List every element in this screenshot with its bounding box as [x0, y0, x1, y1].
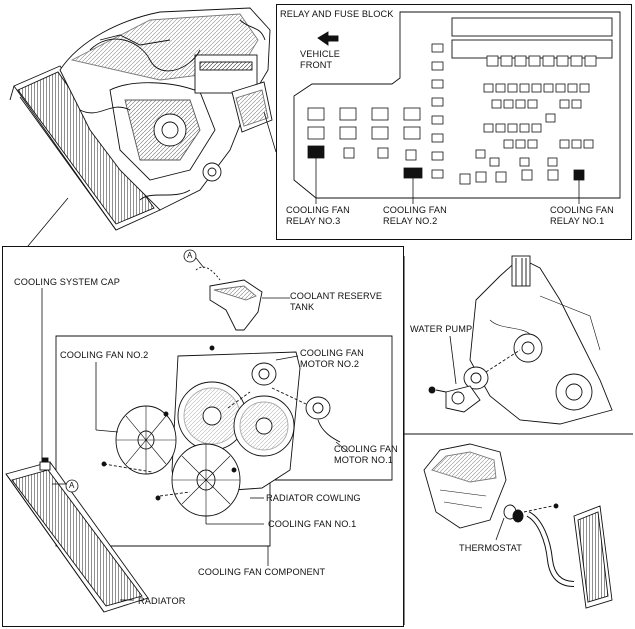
- leader-water-pump: [449, 335, 457, 385]
- relay2-line-1: COOLING FAN: [383, 205, 447, 215]
- radiator-cowling-label: RADIATOR COWLING: [266, 493, 361, 503]
- cooling-fan-component-label: COOLING FAN COMPONENT: [198, 567, 326, 577]
- leader-radiator-to-assembly: [27, 197, 69, 247]
- callout-a-circle-2: [65, 479, 79, 493]
- cooling-fan-relay-no3-label: COOLING FAN RELAY NO.3: [286, 205, 350, 226]
- relay3-line-1: COOLING FAN: [286, 205, 350, 215]
- water-pump-illustration: [428, 255, 613, 425]
- thermostat-illustration: [423, 443, 613, 609]
- cooling-fan-relay-no2-label: COOLING FAN RELAY NO.2: [383, 205, 447, 226]
- relay-fuse-block-frame: [276, 4, 632, 240]
- thermostat-label: THERMOSTAT: [459, 543, 522, 553]
- callout-a-circle-1: [183, 249, 197, 263]
- motor-no1-line-2: MOTOR NO.1: [334, 454, 394, 465]
- relay1-line-1: COOLING FAN: [550, 205, 614, 215]
- highlighted-relays: [308, 146, 584, 180]
- relay-no2-marker: [404, 168, 422, 178]
- cooling-system-cap-label: COOLING SYSTEM CAP: [14, 277, 120, 287]
- fan-assembly-leaders: [41, 257, 349, 601]
- vehicle-front-line-1: VEHICLE: [300, 49, 341, 59]
- relay3-line-2: RELAY NO.3: [286, 215, 341, 226]
- leader-thermostat: [495, 517, 505, 541]
- relay-no1-marker: [574, 170, 584, 180]
- fan-assembly-illustration: [5, 266, 393, 613]
- fan-assembly-frame: [2, 246, 404, 627]
- relay-block-title: RELAY AND FUSE BLOCK: [280, 9, 394, 19]
- coolant-tank-line-1: COOLANT RESERVE: [290, 291, 383, 301]
- relay-no3-marker: [308, 146, 324, 158]
- cooling-fan-no1-label: COOLING FAN NO.1: [268, 519, 357, 529]
- cooling-fan-motor-no1-label: COOLING FAN MOTOR NO.1: [334, 444, 398, 465]
- cooling-fan-motor-no2-label: COOLING FAN MOTOR NO.2: [300, 348, 364, 369]
- engine-compartment-illustration: [9, 7, 273, 231]
- vehicle-front-arrow: [317, 31, 339, 46]
- relay2-line-2: RELAY NO.2: [383, 215, 438, 226]
- motor-no1-line-1: COOLING FAN: [334, 444, 398, 454]
- cooling-fan-no2-label: COOLING FAN NO.2: [60, 350, 149, 360]
- coolant-reserve-tank-label: COOLANT RESERVE TANK: [290, 291, 382, 312]
- vehicle-front-label: VEHICLE FRONT: [300, 49, 340, 70]
- callout-a-label-1: A: [187, 251, 193, 260]
- relay1-line-2: RELAY NO.1: [550, 215, 605, 226]
- motor-no2-line-1: COOLING FAN: [300, 348, 364, 358]
- motor-no2-line-2: MOTOR NO.2: [300, 358, 360, 369]
- leader-fuse-block: [263, 111, 277, 153]
- vehicle-front-line-2: FRONT: [300, 59, 333, 70]
- coolant-tank-line-2: TANK: [290, 301, 315, 312]
- callout-a-label-2: A: [69, 481, 75, 490]
- radiator-label: RADIATOR: [138, 596, 186, 606]
- relay-leaders: [315, 158, 580, 204]
- cooling-fan-relay-no1-label: COOLING FAN RELAY NO.1: [550, 205, 614, 226]
- water-pump-label: WATER PUMP: [410, 324, 473, 334]
